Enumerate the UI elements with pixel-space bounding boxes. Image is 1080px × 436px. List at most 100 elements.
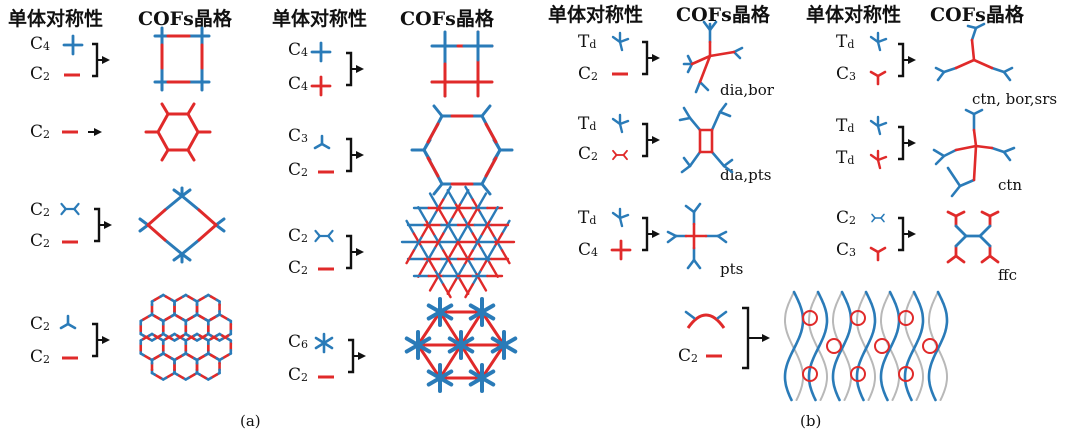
sym-a1-r3-bottom: C2	[30, 231, 51, 251]
kagome-bond	[471, 234, 483, 252]
monomer-c3-icon	[59, 314, 77, 330]
sym-b3-bottom: C2	[678, 346, 699, 366]
kagome-bond	[456, 224, 469, 244]
sym-b1-r3-bottom: C4	[578, 240, 599, 260]
kagome-bond	[433, 232, 445, 250]
monomer-c3-red-icon	[869, 70, 887, 86]
kagome-bond	[425, 246, 437, 264]
monomer-c3-red-icon	[869, 246, 887, 262]
honeycomb-bond	[215, 313, 221, 318]
honeycomb-bond	[192, 313, 199, 318]
bracket-b1-r2	[640, 122, 649, 158]
honeycomb-bond	[159, 293, 165, 298]
woven-strand	[855, 290, 877, 402]
woven-strand	[927, 290, 949, 402]
monomer-c4-red-icon	[310, 75, 332, 97]
honeycomb-bond	[204, 352, 210, 357]
woven-crosspoint-ring	[922, 338, 938, 354]
woven-crosspoint-ring	[898, 310, 914, 326]
monomer-td-icon	[611, 113, 630, 134]
caption-b: (b)	[800, 412, 822, 430]
caption-a: (a)	[240, 412, 261, 430]
kagome-bond	[417, 205, 428, 223]
kagome-bond	[417, 261, 428, 279]
woven-strand	[856, 291, 876, 401]
kagome-bond	[471, 232, 483, 250]
kagome-bond	[478, 211, 489, 227]
sym-a2-r1-top: C4	[288, 40, 309, 60]
star-lattice-bond	[416, 343, 442, 380]
star-lattice-bond	[459, 343, 484, 380]
sym-a2-r3-top: C2	[288, 226, 309, 246]
kagome-bond	[420, 223, 430, 239]
kagome-bond	[486, 245, 496, 261]
sym-b1-r2-top: Td	[578, 114, 597, 134]
monomer-td-red-icon	[869, 149, 888, 170]
kagome-bond	[479, 246, 491, 264]
star-lattice-bond	[459, 310, 484, 347]
monomer-c2-red-hshape-icon	[612, 149, 628, 161]
star-node-arm	[490, 336, 518, 354]
star-node-arm	[468, 369, 496, 387]
sym-a2-r2-bottom: C2	[288, 160, 309, 180]
kagome-bond	[463, 217, 474, 235]
woven-strand	[808, 291, 828, 401]
honeycomb-bond	[170, 332, 176, 337]
honeycomb-bond	[170, 313, 176, 318]
monomer-c2-hshape-icon	[60, 202, 80, 216]
kagome-bond	[442, 283, 452, 299]
kagome-bond	[412, 236, 423, 252]
monomer-curved-blue-right-icon	[716, 310, 728, 320]
sym-b1-r3-top: Td	[578, 208, 597, 228]
monomer-c4-red-icon	[610, 239, 632, 261]
kagome-bond	[446, 278, 458, 296]
woven-crosspoint-ring	[802, 310, 818, 326]
monomer-td-icon	[869, 115, 888, 136]
sym-b2-r3-top: C2	[836, 208, 857, 228]
sym-a1-r4-top: C2	[30, 314, 51, 334]
sym-a2-r2-top: C3	[288, 126, 309, 146]
sym-b2-r3-bottom: C3	[836, 240, 857, 260]
kagome-bond	[450, 263, 462, 281]
sym-a2-r1-bottom: C4	[288, 74, 309, 94]
bracket-a2-r2	[344, 137, 353, 173]
sym-b1-r1-top: Td	[578, 32, 597, 52]
kagome-bond	[427, 211, 438, 227]
bracket-b2-r1	[896, 42, 905, 78]
star-lattice-bond	[480, 310, 506, 347]
bracket-a1-r1	[90, 42, 99, 78]
kagome-bond	[405, 219, 416, 235]
lattice-dia-bor-3d	[682, 20, 744, 94]
kagome-bond	[464, 283, 474, 299]
kagome-bond	[466, 256, 478, 276]
sym-a2-r4-bottom: C2	[288, 365, 309, 385]
bracket-b3	[742, 306, 750, 370]
lattice-rhombus	[138, 186, 226, 264]
woven-strand	[831, 290, 853, 402]
bracket-a2-r4	[346, 338, 355, 374]
kagome-bond	[478, 257, 489, 273]
header-cof-lattice-3: COFs晶格	[676, 4, 770, 26]
kagome-bond	[463, 249, 474, 267]
star-node-arm	[404, 336, 432, 354]
star-node-arm	[447, 336, 475, 354]
kagome-bond	[471, 270, 482, 286]
honeycomb-bond	[215, 332, 221, 337]
woven-crosspoint-ring	[826, 338, 842, 354]
honeycomb-bond	[159, 352, 165, 357]
kagome-bond	[458, 188, 470, 206]
bracket-b2-r2	[896, 125, 905, 161]
header-monomer-symmetry-1: 单体对称性	[8, 8, 104, 30]
monomer-td-icon	[869, 31, 888, 52]
woven-strand	[784, 291, 804, 401]
kagome-bond	[475, 192, 488, 211]
lattice-ctn-3d	[932, 108, 1016, 198]
woven-crosspoint-ring	[850, 310, 866, 326]
bracket-a2-r3	[344, 234, 353, 270]
lattice-label-b3: pts	[720, 260, 744, 278]
monomer-c3-icon	[313, 134, 331, 150]
lattice-ffc	[946, 210, 1000, 264]
header-monomer-symmetry-2: 单体对称性	[272, 8, 368, 30]
sym-a2-r3-bottom: C2	[288, 258, 309, 278]
honeycomb-bond	[181, 352, 188, 357]
